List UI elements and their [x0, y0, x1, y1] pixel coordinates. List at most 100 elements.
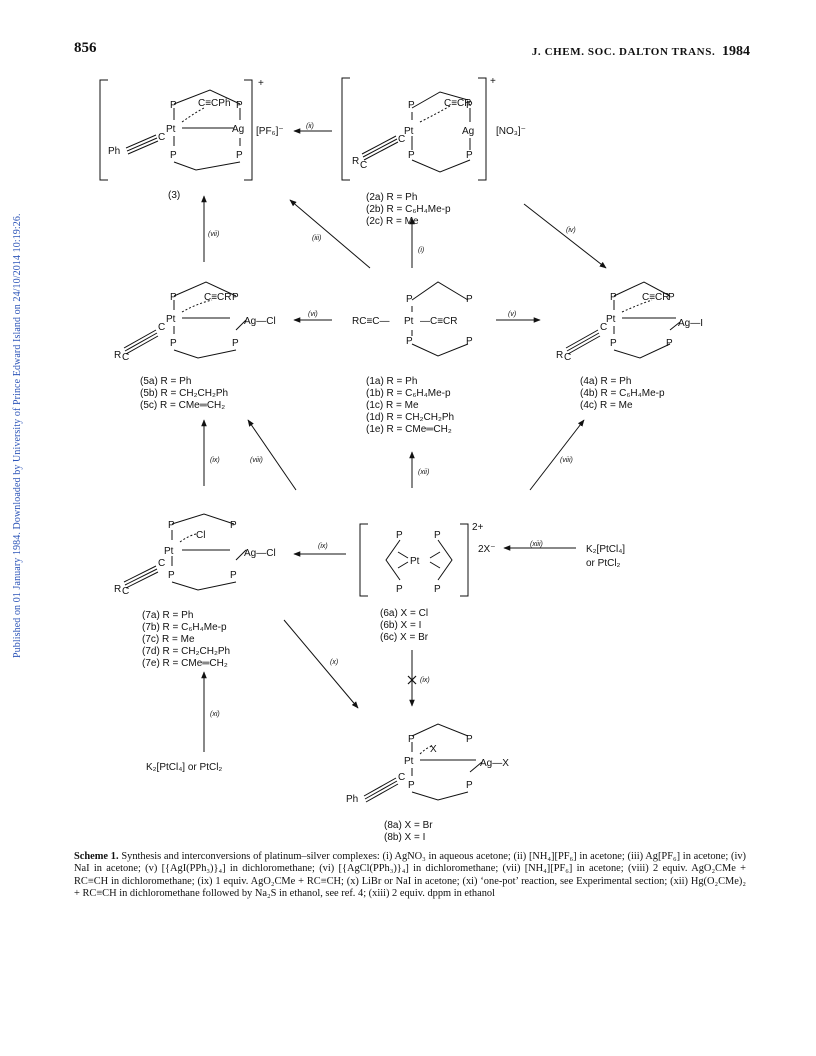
ligand-r: R [114, 350, 121, 361]
atom-p: P [406, 336, 413, 347]
condition-xiii: (xiii) [530, 541, 543, 548]
arrow-iv [523, 203, 607, 269]
alkynyl-7 [123, 565, 159, 589]
ring-7-cl [179, 533, 197, 543]
compound-label: (6c) X = Br [380, 632, 429, 643]
atom-p: P [230, 520, 237, 531]
ring-4-ccr [621, 299, 653, 313]
condition-ix: (ix) [420, 677, 430, 684]
condition-i: (i) [418, 247, 424, 254]
condition-vi: (vi) [308, 311, 318, 318]
compound-label: (2b) R = C₆H₄Me-p [366, 204, 451, 215]
bracket-right-6 [460, 523, 469, 597]
atom-p: P [170, 338, 177, 349]
atom-p: P [236, 100, 243, 111]
atom-p: P [434, 530, 441, 541]
atom-p: P [666, 338, 673, 349]
ligand-ccr: C≡CR [642, 292, 670, 303]
atom-ag-cl: Ag—Cl [244, 548, 276, 559]
compound-label: (8a) X = Br [384, 820, 433, 831]
compound-label: (5b) R = CH₂CH₂Ph [140, 388, 228, 399]
ligand-rc: RC≡C— [352, 316, 390, 327]
compound-label: (8b) X = I [384, 832, 425, 843]
atom-p: P [466, 734, 473, 745]
compound-label: (7d) R = CH₂CH₂Ph [142, 646, 230, 657]
atom-p: P [230, 570, 237, 581]
atom-c: C [564, 352, 571, 363]
ligand-ccr: —C≡CR [420, 316, 458, 327]
ring-1 [411, 281, 469, 357]
reagent-ptcl2: or PtCl₂ [586, 558, 621, 569]
condition-iii: (iii) [312, 235, 321, 242]
atom-p: P [408, 734, 415, 745]
journal-title: J. CHEM. SOC. DALTON TRANS. [531, 46, 716, 58]
atom-p: P [610, 292, 617, 303]
anion-pf6: [PF₆]⁻ [256, 126, 284, 137]
alkynyl-4 [565, 329, 601, 355]
atom-pt: Pt [404, 316, 414, 327]
atom-pt: Pt [404, 126, 414, 137]
ligand-ph: Ph [346, 794, 358, 805]
atom-x: X [430, 744, 437, 755]
reagent-k2ptcl4: K₂[PtCl₄] [586, 544, 625, 555]
atom-p: P [466, 150, 473, 161]
atom-c: C [158, 322, 165, 333]
alkynyl-3 [125, 134, 159, 155]
compound-label: (2a) R = Ph [366, 192, 417, 203]
anion-no3: [NO₃]⁻ [496, 126, 526, 137]
atom-cl: Cl [196, 530, 205, 541]
caption-text: Synthesis and interconversions of platin… [74, 851, 746, 900]
alkynyl-8 [363, 777, 399, 803]
atom-pt: Pt [166, 314, 176, 325]
ligand-r: R [352, 156, 359, 167]
ring-3 [173, 89, 241, 171]
compound-label: (7c) R = Me [142, 634, 195, 645]
atom-c: C [600, 322, 607, 333]
condition-viii: (viii) [250, 457, 263, 464]
charge-plus: + [258, 78, 264, 89]
compound-label: (6a) X = Cl [380, 608, 428, 619]
scheme-caption: Scheme 1. Synthesis and interconversions… [74, 851, 746, 901]
journal-header: J. CHEM. SOC. DALTON TRANS. 1984 [532, 44, 750, 60]
atom-pt: Pt [166, 124, 176, 135]
ring-6 [385, 539, 453, 581]
bracket-right-2 [478, 77, 487, 181]
condition-ix: (ix) [318, 543, 328, 550]
compound-label: (5a) R = Ph [140, 376, 191, 387]
atom-p: P [236, 150, 243, 161]
compound-label: (1a) R = Ph [366, 376, 417, 387]
atom-p: P [170, 292, 177, 303]
condition-xi: (xi) [210, 711, 220, 718]
compound-label: (1d) R = CH₂CH₂Ph [366, 412, 454, 423]
condition-ii: (ii) [306, 123, 314, 130]
bracket-left-6 [359, 523, 368, 597]
atom-p: P [408, 100, 415, 111]
ligand-ccph: C≡CPh [198, 98, 231, 109]
reagent-k2ptcl4-or-ptcl2: K₂[PtCl₄] or PtCl₂ [146, 762, 222, 773]
atom-p: P [466, 100, 473, 111]
atom-ag-x: Ag—X [480, 758, 509, 769]
atom-pt: Pt [606, 314, 616, 325]
ligand-ccr: C≡CR [204, 292, 232, 303]
alkynyl-5 [123, 329, 159, 355]
atom-c: C [158, 558, 165, 569]
reaction-scheme: P P Pt Ag P P C≡CPh Ph C + [PF₆]⁻ P P Pt… [99, 76, 703, 843]
journal-year: 1984 [722, 44, 750, 59]
anion-2x: 2X⁻ [478, 544, 496, 555]
ligand-ccr: C≡CR [444, 98, 472, 109]
bracket-right-3 [244, 79, 253, 181]
atom-p: P [610, 338, 617, 349]
compound-label: (4b) R = C₆H₄Me-p [580, 388, 665, 399]
atom-p: P [406, 294, 413, 305]
ring-2-ccr [419, 105, 451, 123]
ring-7 [171, 513, 247, 591]
atom-c: C [122, 352, 129, 363]
atom-p: P [668, 292, 675, 303]
compound-label: (5c) R = CMe═CH₂ [140, 400, 225, 411]
atom-p: P [168, 520, 175, 531]
condition-x: (x) [330, 659, 338, 666]
caption-label: Scheme 1. [74, 851, 119, 862]
ring-3-ccph [181, 107, 205, 123]
atom-p: P [396, 584, 403, 595]
atom-pt: Pt [164, 546, 174, 557]
